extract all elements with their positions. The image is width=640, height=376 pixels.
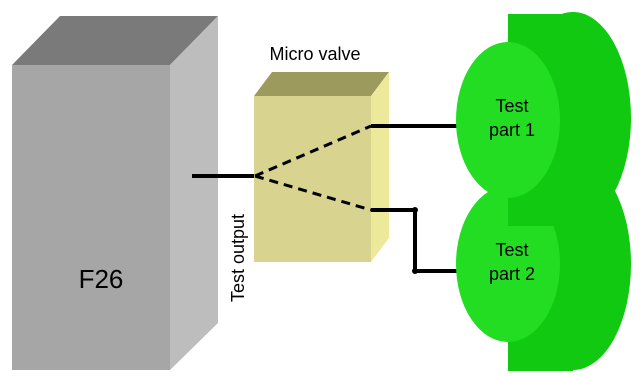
valve-path-to-part1 xyxy=(254,124,372,178)
f26-instrument-box: F26 xyxy=(12,16,218,370)
f26-box-top xyxy=(12,16,218,65)
test-part-2-label-line1: Test xyxy=(495,240,528,260)
test-part-1-label-line1: Test xyxy=(495,96,528,116)
pipe-joint-dot xyxy=(412,207,418,213)
valve-path-to-part2 xyxy=(254,174,372,212)
valve-side xyxy=(371,72,389,262)
test-output-label: Test output xyxy=(228,214,248,302)
f26-label: F26 xyxy=(79,264,124,294)
f26-box-front xyxy=(12,65,170,370)
valve-front xyxy=(254,96,371,262)
micro-valve-label: Micro valve xyxy=(269,44,360,64)
test-part-2-label-line2: part 2 xyxy=(489,264,535,284)
pipe-joint-dot xyxy=(412,268,418,274)
pipe-to-part2 xyxy=(371,208,458,273)
micro-valve-block: Micro valve xyxy=(254,44,389,262)
test-part-1-label-line2: part 1 xyxy=(489,120,535,140)
valve-top xyxy=(254,72,389,96)
test-part-1: Test part 1 xyxy=(456,12,631,226)
test-part-1-face xyxy=(456,42,560,198)
f26-box-side xyxy=(170,16,218,370)
